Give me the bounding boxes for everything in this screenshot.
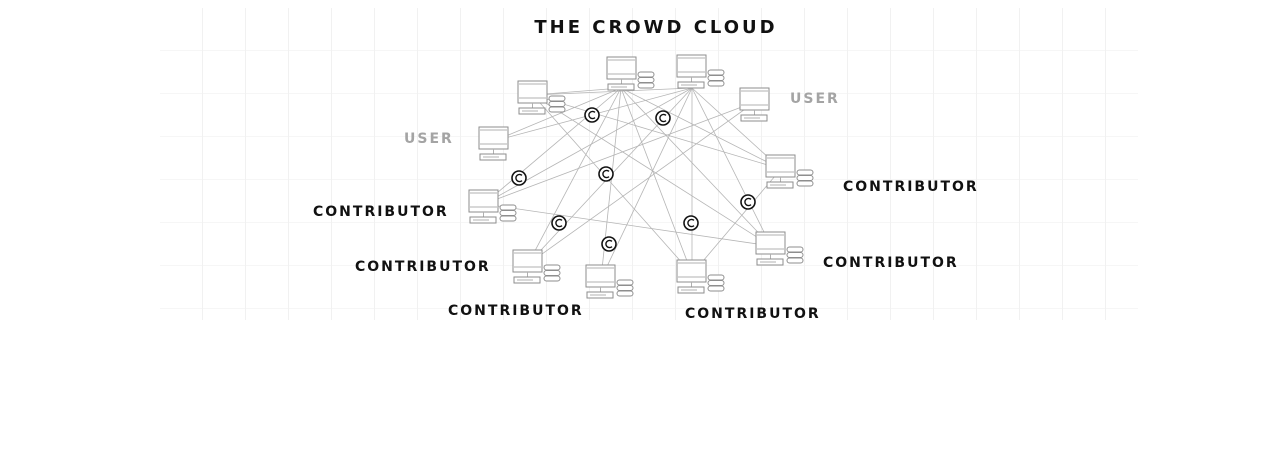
contributor-label-left-2: CONTRIBUTOR	[355, 259, 491, 275]
network-edge	[527, 101, 756, 265]
network-edge	[527, 87, 622, 265]
network-edge	[532, 94, 693, 275]
network-edge	[483, 87, 693, 205]
copyright-coin-icon	[683, 215, 699, 231]
copyright-coin-icon	[740, 194, 756, 210]
network-edge	[483, 101, 756, 205]
network-edge	[620, 87, 782, 170]
grid-background	[160, 8, 1138, 320]
user-computer-icon	[739, 87, 770, 122]
contributor-label-left-1: CONTRIBUTOR	[313, 204, 449, 220]
contributor-computer-icon	[765, 154, 814, 189]
contributor-computer-icon	[512, 249, 561, 284]
network-edge	[620, 87, 693, 275]
network-edge	[532, 94, 772, 247]
network-edge	[493, 87, 622, 142]
network-edge	[620, 87, 772, 247]
copyright-coin-icon	[655, 110, 671, 126]
network-nodes	[468, 54, 814, 299]
user-computer-icon	[478, 126, 509, 161]
contributor-computer-icon	[755, 231, 804, 266]
network-edge	[600, 87, 693, 280]
user-label-right: USER	[790, 91, 840, 107]
contributor-computer-icon	[517, 80, 566, 115]
network-edge	[532, 87, 622, 96]
user-label-left: USER	[404, 131, 454, 147]
diagram-title: THE CROWD CLOUD	[534, 17, 777, 38]
network-edge	[483, 87, 622, 205]
contributor-label-bottom-right: CONTRIBUTOR	[685, 306, 821, 322]
contributor-computer-icon	[676, 54, 725, 89]
copyright-coin-icon	[511, 170, 527, 186]
network-edge	[532, 87, 693, 96]
network-edge	[532, 94, 782, 170]
contributor-computer-icon	[468, 189, 517, 224]
copyright-coin-icon	[598, 166, 614, 182]
network-edge	[691, 87, 772, 247]
contributor-label-right-2: CONTRIBUTOR	[823, 255, 959, 271]
contributor-label-bottom-left: CONTRIBUTOR	[448, 303, 584, 319]
copyright-coin-icon	[601, 236, 617, 252]
payment-markers	[511, 107, 756, 252]
contributor-label-right-1: CONTRIBUTOR	[843, 179, 979, 195]
contributor-computer-icon	[676, 259, 725, 294]
copyright-coin-icon	[584, 107, 600, 123]
contributor-computer-icon	[606, 56, 655, 91]
contributor-computer-icon	[585, 264, 634, 299]
network-edge	[483, 203, 772, 247]
copyright-coin-icon	[551, 215, 567, 231]
network-edge	[691, 168, 782, 275]
